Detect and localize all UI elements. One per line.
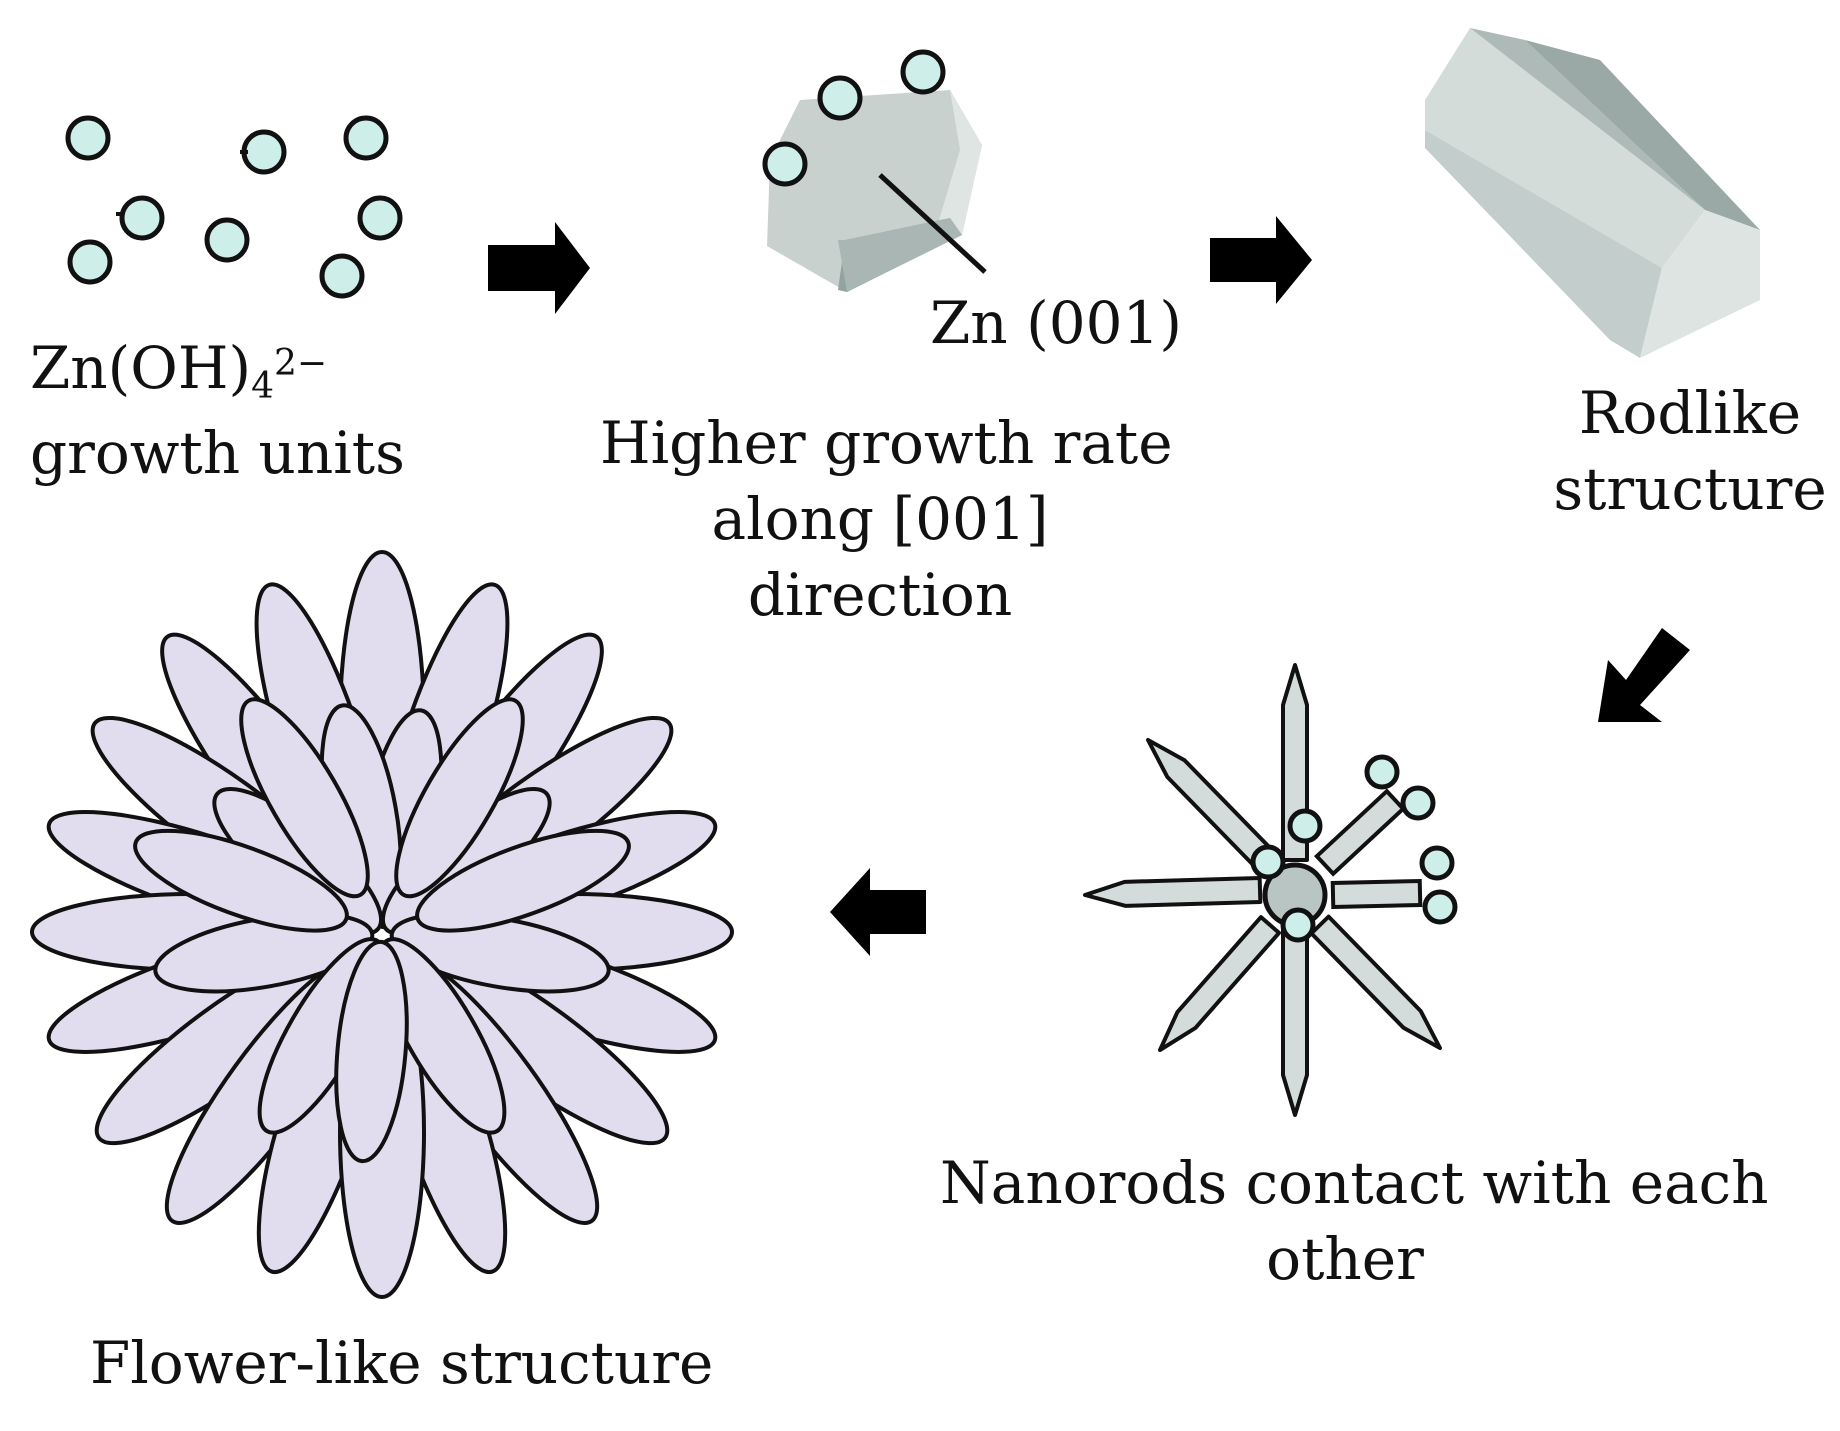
- ion: [241, 129, 287, 175]
- rodlike-prism: [1425, 28, 1760, 358]
- ion: [1364, 754, 1400, 790]
- growth-unit-ions: [65, 115, 403, 299]
- label-higher-growth-line1: Higher growth rate: [600, 409, 1173, 477]
- flower-petal: [377, 937, 507, 1135]
- ion: [1400, 785, 1436, 821]
- ion: [1419, 845, 1455, 881]
- rod-top-face: [1425, 28, 1705, 268]
- flower-petal: [133, 828, 349, 933]
- ion: [119, 195, 165, 241]
- ion: [319, 253, 365, 299]
- ion: [1280, 907, 1316, 943]
- rod-dark-face: [1525, 40, 1760, 230]
- ion: [1287, 808, 1323, 844]
- flower-petal: [334, 939, 409, 1164]
- label-growth-units-formula: Zn(OH)42−: [30, 330, 450, 415]
- seed-ions: [762, 49, 946, 187]
- rod-upper-face: [1470, 28, 1705, 210]
- rod-front-face: [1425, 130, 1662, 358]
- label-flower: Flower-like structure: [90, 1329, 714, 1397]
- formula-zn: Zn: [30, 334, 108, 402]
- ion: [67, 239, 113, 285]
- label-rodlike-line1: Rodlike: [1578, 379, 1802, 447]
- formula-superscript: 2−: [273, 343, 328, 384]
- flower-petal: [415, 828, 631, 933]
- ion: [817, 75, 863, 121]
- label-rodlike: Rodlike structure: [1540, 375, 1840, 527]
- label-nanorods-line1: Nanorods contact with each: [940, 1149, 1769, 1217]
- ion: [1250, 844, 1286, 880]
- label-zn-001: Zn (001): [930, 289, 1183, 357]
- flower-petal: [394, 697, 525, 899]
- nanorod-short-upper-right: [1314, 788, 1406, 877]
- flower-petal: [239, 697, 370, 899]
- arrow-right-2: [1210, 216, 1312, 304]
- label-higher-growth: Higher growth rate along [001] direction: [600, 405, 1173, 633]
- formula-oh: OH: [130, 334, 229, 402]
- ion: [900, 49, 946, 95]
- arrow-down-left: [1598, 628, 1690, 722]
- rod-end-face: [1640, 210, 1760, 358]
- label-higher-growth-line3: direction: [747, 561, 1013, 629]
- ion: [1422, 889, 1458, 925]
- hexagonal-seed-crystal: [767, 90, 987, 292]
- arrow-left: [830, 868, 926, 956]
- nanorod-short-right: [1330, 878, 1423, 910]
- nanorod-down: [1281, 928, 1309, 1117]
- nanorod-lower-right: [1309, 914, 1442, 1050]
- ion: [762, 141, 808, 187]
- formula-paren-open: (: [107, 334, 131, 402]
- label-nanorods-line2: other: [1266, 1225, 1424, 1293]
- arrow-right-1: [488, 222, 590, 314]
- label-higher-growth-line2: along [001]: [711, 485, 1049, 553]
- radiating-nanorods: [1083, 663, 1442, 1117]
- nanorod-lower-left: [1158, 915, 1282, 1052]
- ion: [357, 195, 403, 241]
- label-growth-units-line2: growth units: [30, 419, 405, 487]
- label-nanorods: Nanorods contact with each other: [940, 1145, 1769, 1297]
- ion: [204, 217, 250, 263]
- formula-paren-close: ): [228, 334, 252, 402]
- label-growth-units: Zn(OH)42− growth units: [30, 330, 450, 491]
- nanorod-left: [1083, 876, 1263, 908]
- ion: [343, 115, 389, 161]
- formula-subscript: 4: [251, 366, 274, 407]
- nanorod-ions: [1250, 754, 1458, 943]
- ion: [65, 115, 111, 161]
- label-rodlike-line2: structure: [1553, 455, 1827, 523]
- flower-like-structure: [30, 550, 734, 1299]
